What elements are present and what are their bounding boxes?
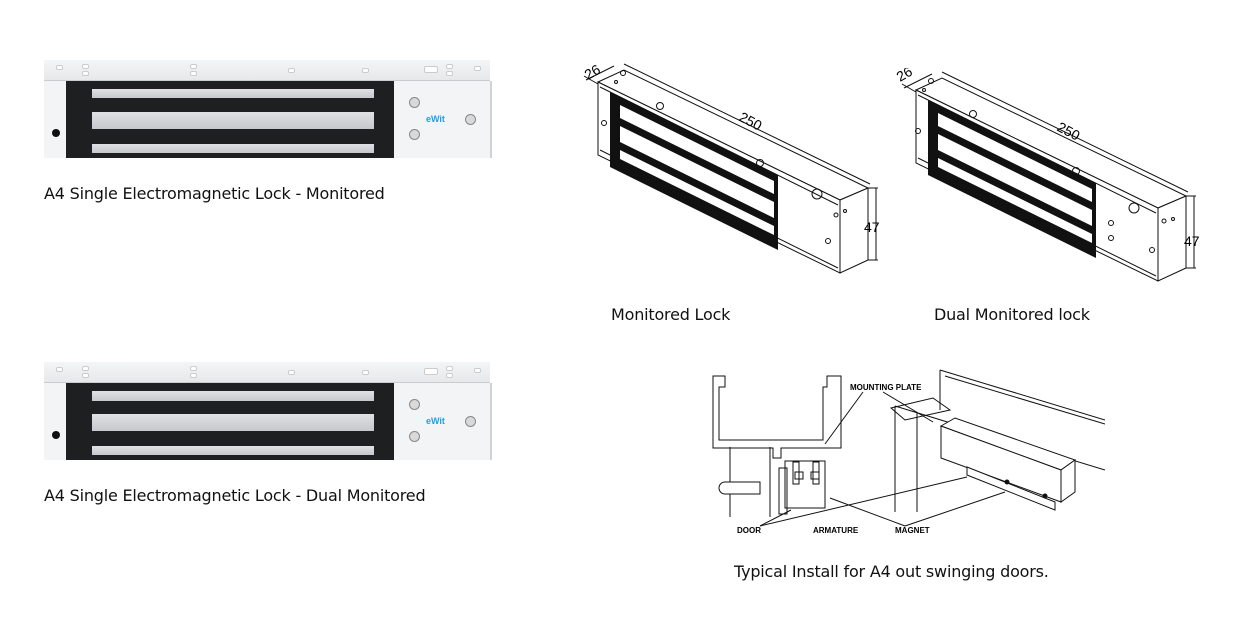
screw-icon: [465, 416, 476, 427]
drawing-monitored-lock: 26 250 47: [582, 61, 880, 274]
label-door: DOOR: [737, 526, 761, 535]
label-mounting-plate: MOUNTING PLATE: [850, 383, 922, 392]
lock-photo-monitored: eWit: [44, 60, 492, 158]
lock-body: eWit: [44, 383, 492, 460]
cable-hole: [52, 431, 60, 439]
screw-icon: [409, 399, 420, 410]
product-caption: A4 Single Electromagnetic Lock - Monitor…: [44, 184, 385, 203]
label-magnet: MAGNET: [895, 526, 930, 535]
magnet-face: [66, 383, 394, 460]
dimension-height: 47: [1184, 233, 1200, 249]
brand-logo: eWit: [426, 114, 445, 124]
lock-top-plate: [44, 60, 490, 81]
product-caption: A4 Single Electromagnetic Lock - Dual Mo…: [44, 486, 426, 505]
drawing-dual-monitored-lock: 26 250 47: [896, 68, 1200, 282]
screw-icon: [465, 114, 476, 125]
lock-top-plate: [44, 362, 490, 383]
cable-hole: [52, 129, 60, 137]
screw-icon: [409, 431, 420, 442]
dimension-depth: 26: [896, 68, 915, 85]
dimension-height: 47: [864, 219, 880, 235]
dimension-depth: 26: [582, 61, 604, 83]
label-armature: ARMATURE: [813, 526, 859, 535]
screw-icon: [409, 97, 420, 108]
magnet-face: [66, 81, 394, 158]
lock-body: eWit: [44, 81, 492, 158]
drawing-caption: Dual Monitored lock: [934, 305, 1090, 324]
screw-icon: [409, 129, 420, 140]
brand-logo: eWit: [426, 416, 445, 426]
install-diagram: MOUNTING PLATE DOOR ARMATURE MAGNET: [712, 369, 1105, 535]
drawing-caption: Monitored Lock: [611, 305, 731, 324]
lock-photo-dual-monitored: eWit: [44, 362, 492, 460]
install-caption: Typical Install for A4 out swinging door…: [734, 562, 1049, 581]
